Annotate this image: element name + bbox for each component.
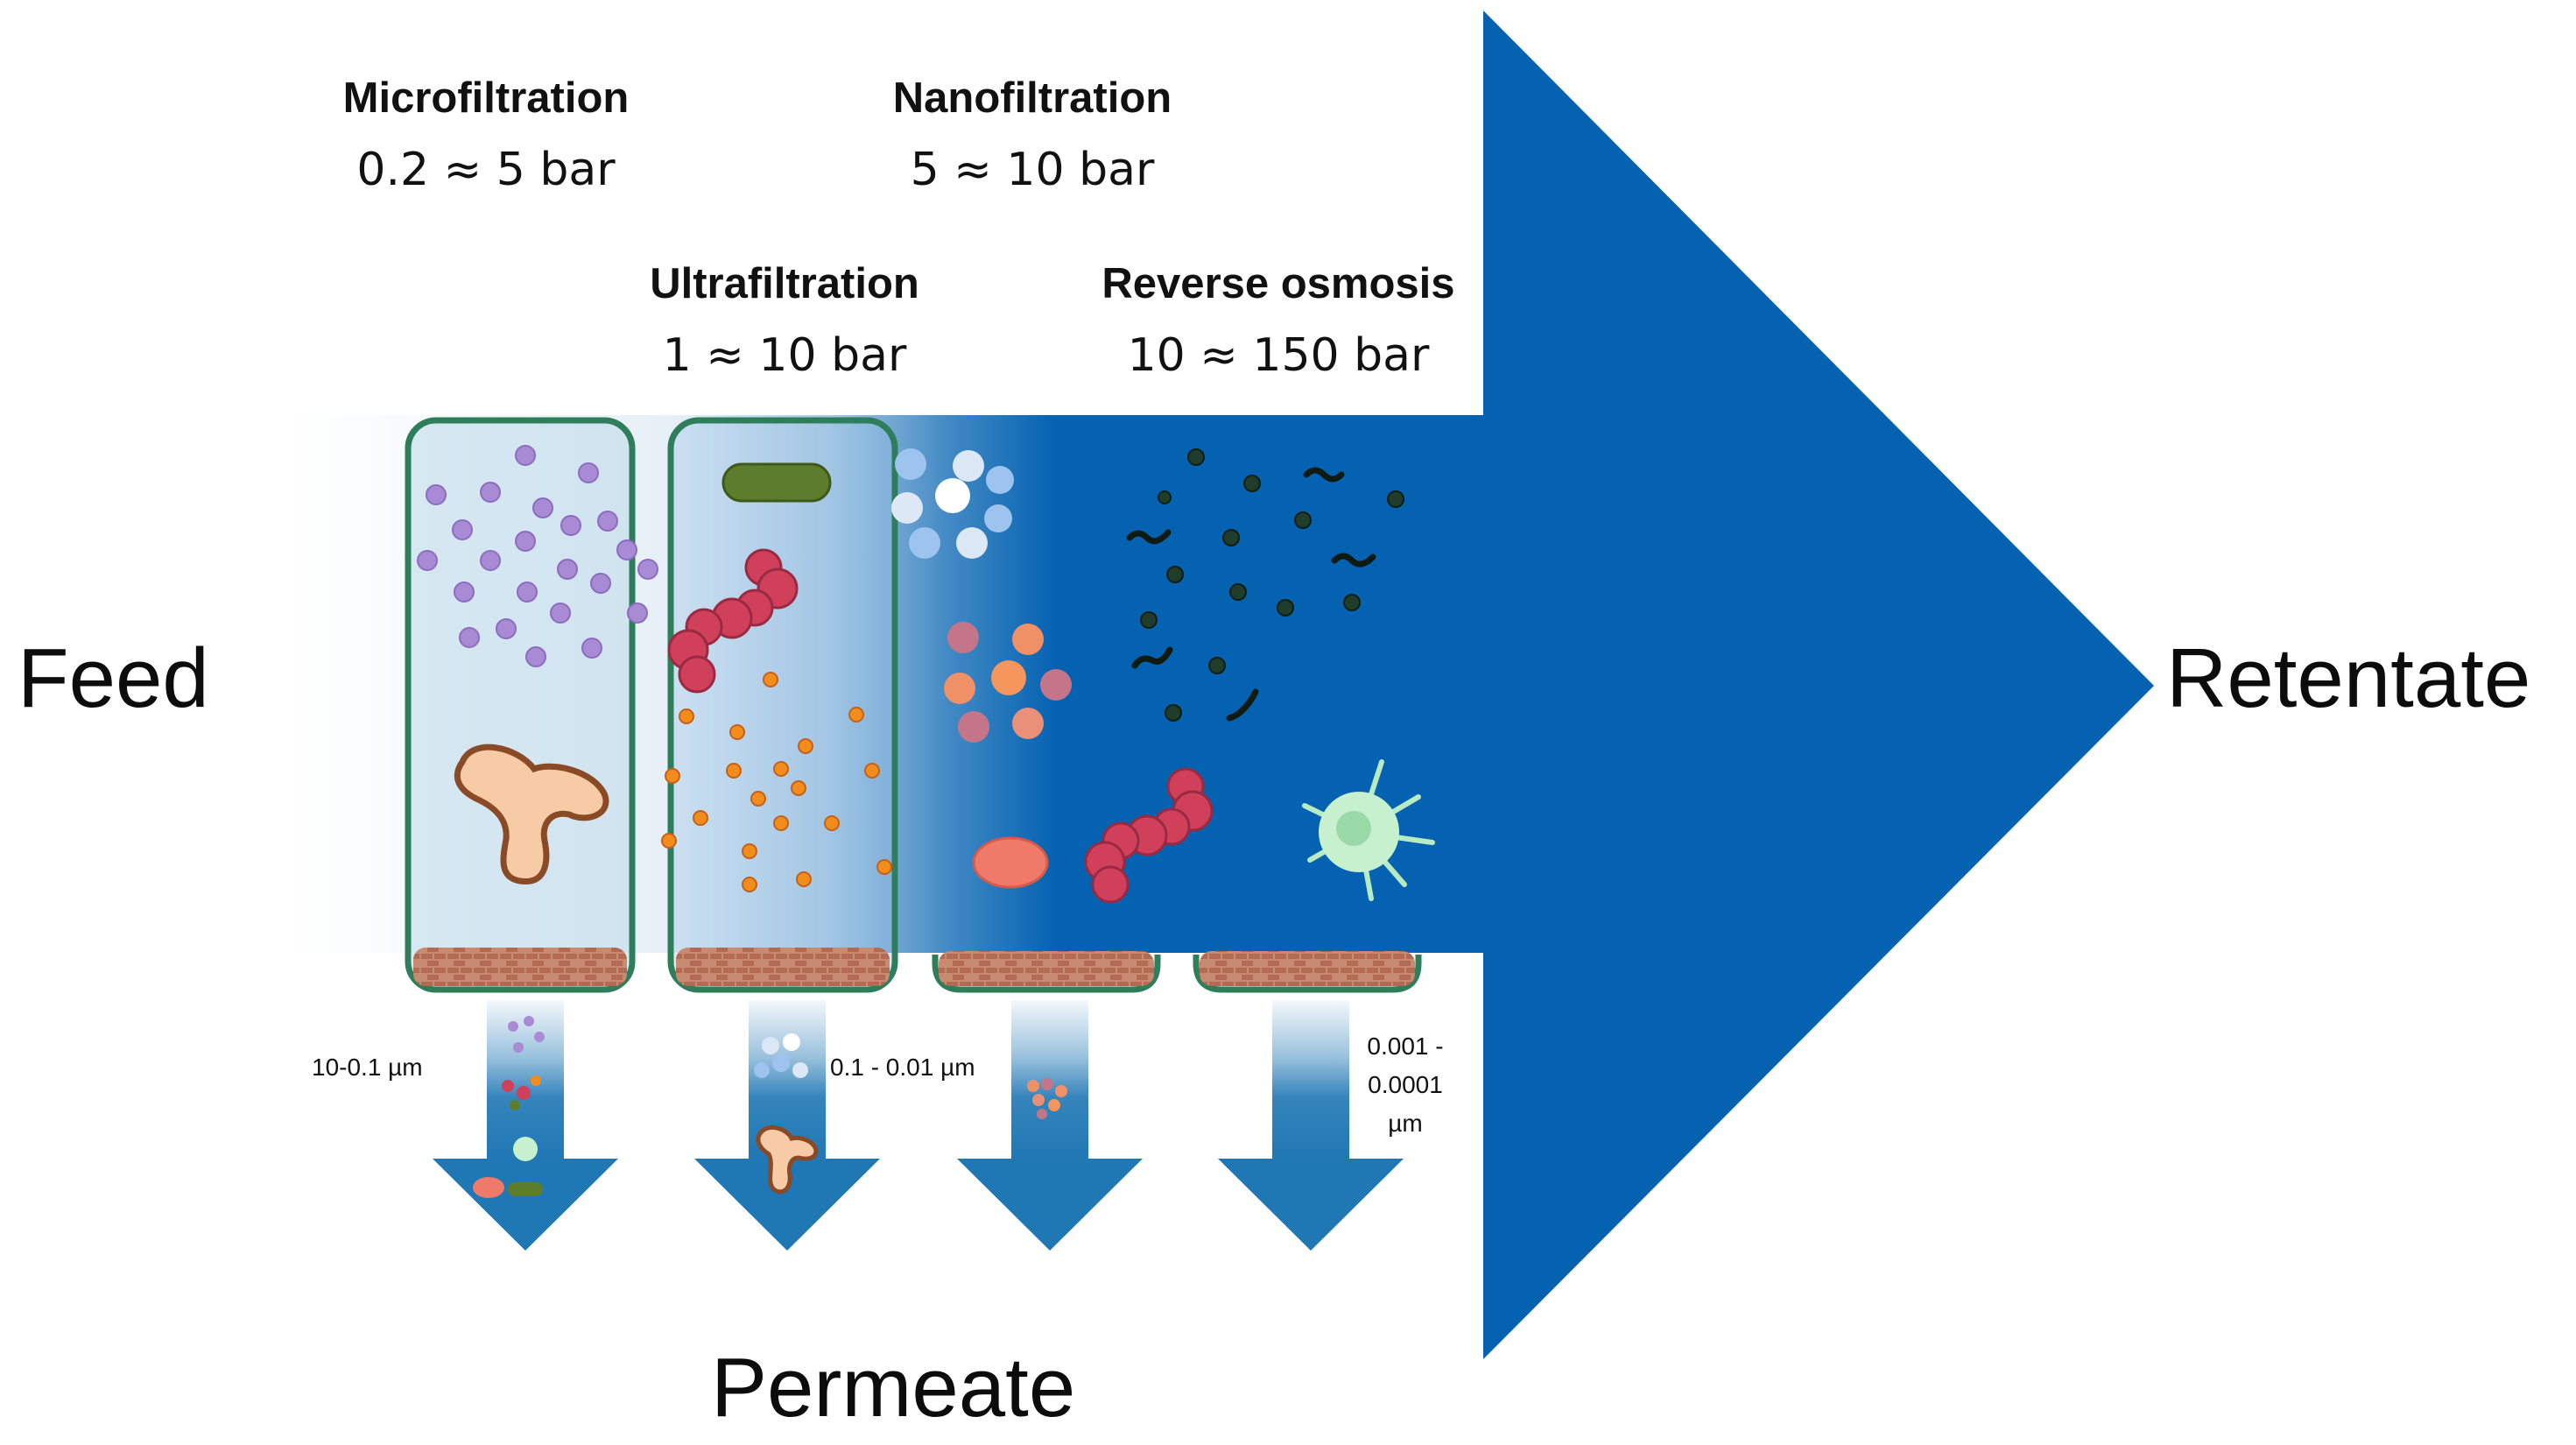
pore-size-microfiltration: 10-0.1 µm (312, 1054, 423, 1081)
process-name-reverse-osmosis: Reverse osmosis (1101, 260, 1455, 307)
orange-cluster-icon (944, 622, 1072, 743)
membrane-nano (932, 951, 1161, 993)
white-cluster-icon (891, 448, 1014, 559)
permeate-particles-nano (1027, 1078, 1067, 1119)
white-blood-cell-icon (1302, 759, 1435, 901)
permeate-arrow-micro (433, 1000, 618, 1251)
process-name-ultrafiltration: Ultrafiltration (650, 260, 919, 307)
pore-size-ultrafiltration: 0.1 - 0.01 µm (830, 1054, 975, 1081)
process-pressure-nanofiltration: 5 ≈ 10 bar (910, 144, 1155, 196)
pore-size-reverse-osmosis-line3: µm (1388, 1110, 1423, 1137)
membrane-micro (405, 417, 636, 993)
pore-size-reverse-osmosis-line2: 0.0001 (1368, 1071, 1443, 1098)
red-blood-cell-icon (972, 836, 1049, 889)
pore-size-reverse-osmosis-line1: 0.001 - (1367, 1033, 1444, 1060)
virus-particle-icon (417, 445, 658, 667)
permeate-arrow-nano (957, 1000, 1143, 1251)
process-pressure-ultrafiltration: 1 ≈ 10 bar (662, 329, 907, 382)
process-name-nanofiltration: Nanofiltration (892, 74, 1172, 122)
membrane-ultra (667, 417, 898, 993)
permeate-arrow-ro (1218, 1000, 1404, 1251)
permeate-label: Permeate (711, 1341, 1076, 1434)
squiggle-molecule-icon (1126, 467, 1376, 722)
antibody-icon (454, 744, 609, 885)
protein-chain-icon (667, 548, 799, 694)
retentate-label: Retentate (2166, 631, 2531, 725)
retentate-arrow-head (1483, 11, 2154, 1359)
protein-chain-icon (1084, 767, 1214, 904)
process-name-microfiltration: Microfiltration (342, 74, 630, 122)
permeate-particles-micro (473, 1016, 545, 1198)
rod-bacterium-icon (721, 462, 832, 503)
process-pressure-reverse-osmosis: 10 ≈ 150 bar (1127, 329, 1430, 382)
dark-particle-icon (1140, 448, 1404, 722)
process-pressure-microfiltration: 0.2 ≈ 5 bar (356, 144, 616, 196)
ion-dot-icon (661, 672, 892, 892)
feed-label: Feed (18, 631, 209, 725)
membrane-ro (1193, 951, 1422, 993)
permeate-particles-ultra (754, 1033, 819, 1195)
